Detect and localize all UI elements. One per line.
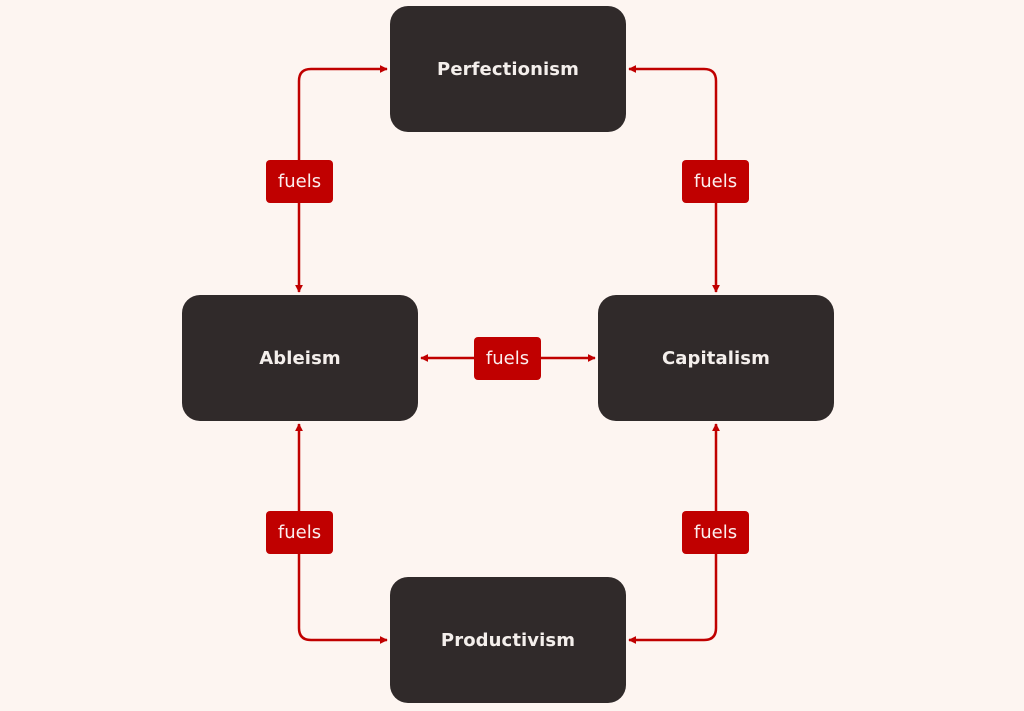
edge-label-perfectionism-capitalism: fuels — [682, 160, 749, 203]
edge-label-ableism-productivism: fuels — [266, 511, 333, 554]
node-label: Productivism — [440, 629, 576, 651]
node-capitalism: Capitalism — [598, 295, 834, 421]
node-perfectionism: Perfectionism — [390, 6, 626, 132]
edge-label-perfectionism-ableism: fuels — [266, 160, 333, 203]
edge-label-text: fuels — [485, 348, 530, 369]
edge-label-text: fuels — [277, 522, 322, 543]
edge-label-text: fuels — [277, 171, 322, 192]
edge-perfectionism-ableism — [295, 65, 388, 293]
edge-perfectionism-capitalism — [628, 65, 720, 293]
node-label: Ableism — [259, 347, 341, 369]
node-label: Capitalism — [662, 347, 770, 369]
node-productivism: Productivism — [390, 577, 626, 703]
node-ableism: Ableism — [182, 295, 418, 421]
edge-ableism-productivism — [295, 423, 388, 644]
edge-label-capitalism-productivism: fuels — [682, 511, 749, 554]
edge-capitalism-productivism — [628, 423, 720, 644]
edge-label-ableism-capitalism: fuels — [474, 337, 541, 380]
edge-label-text: fuels — [693, 171, 738, 192]
node-label: Perfectionism — [437, 58, 579, 80]
edge-label-text: fuels — [693, 522, 738, 543]
